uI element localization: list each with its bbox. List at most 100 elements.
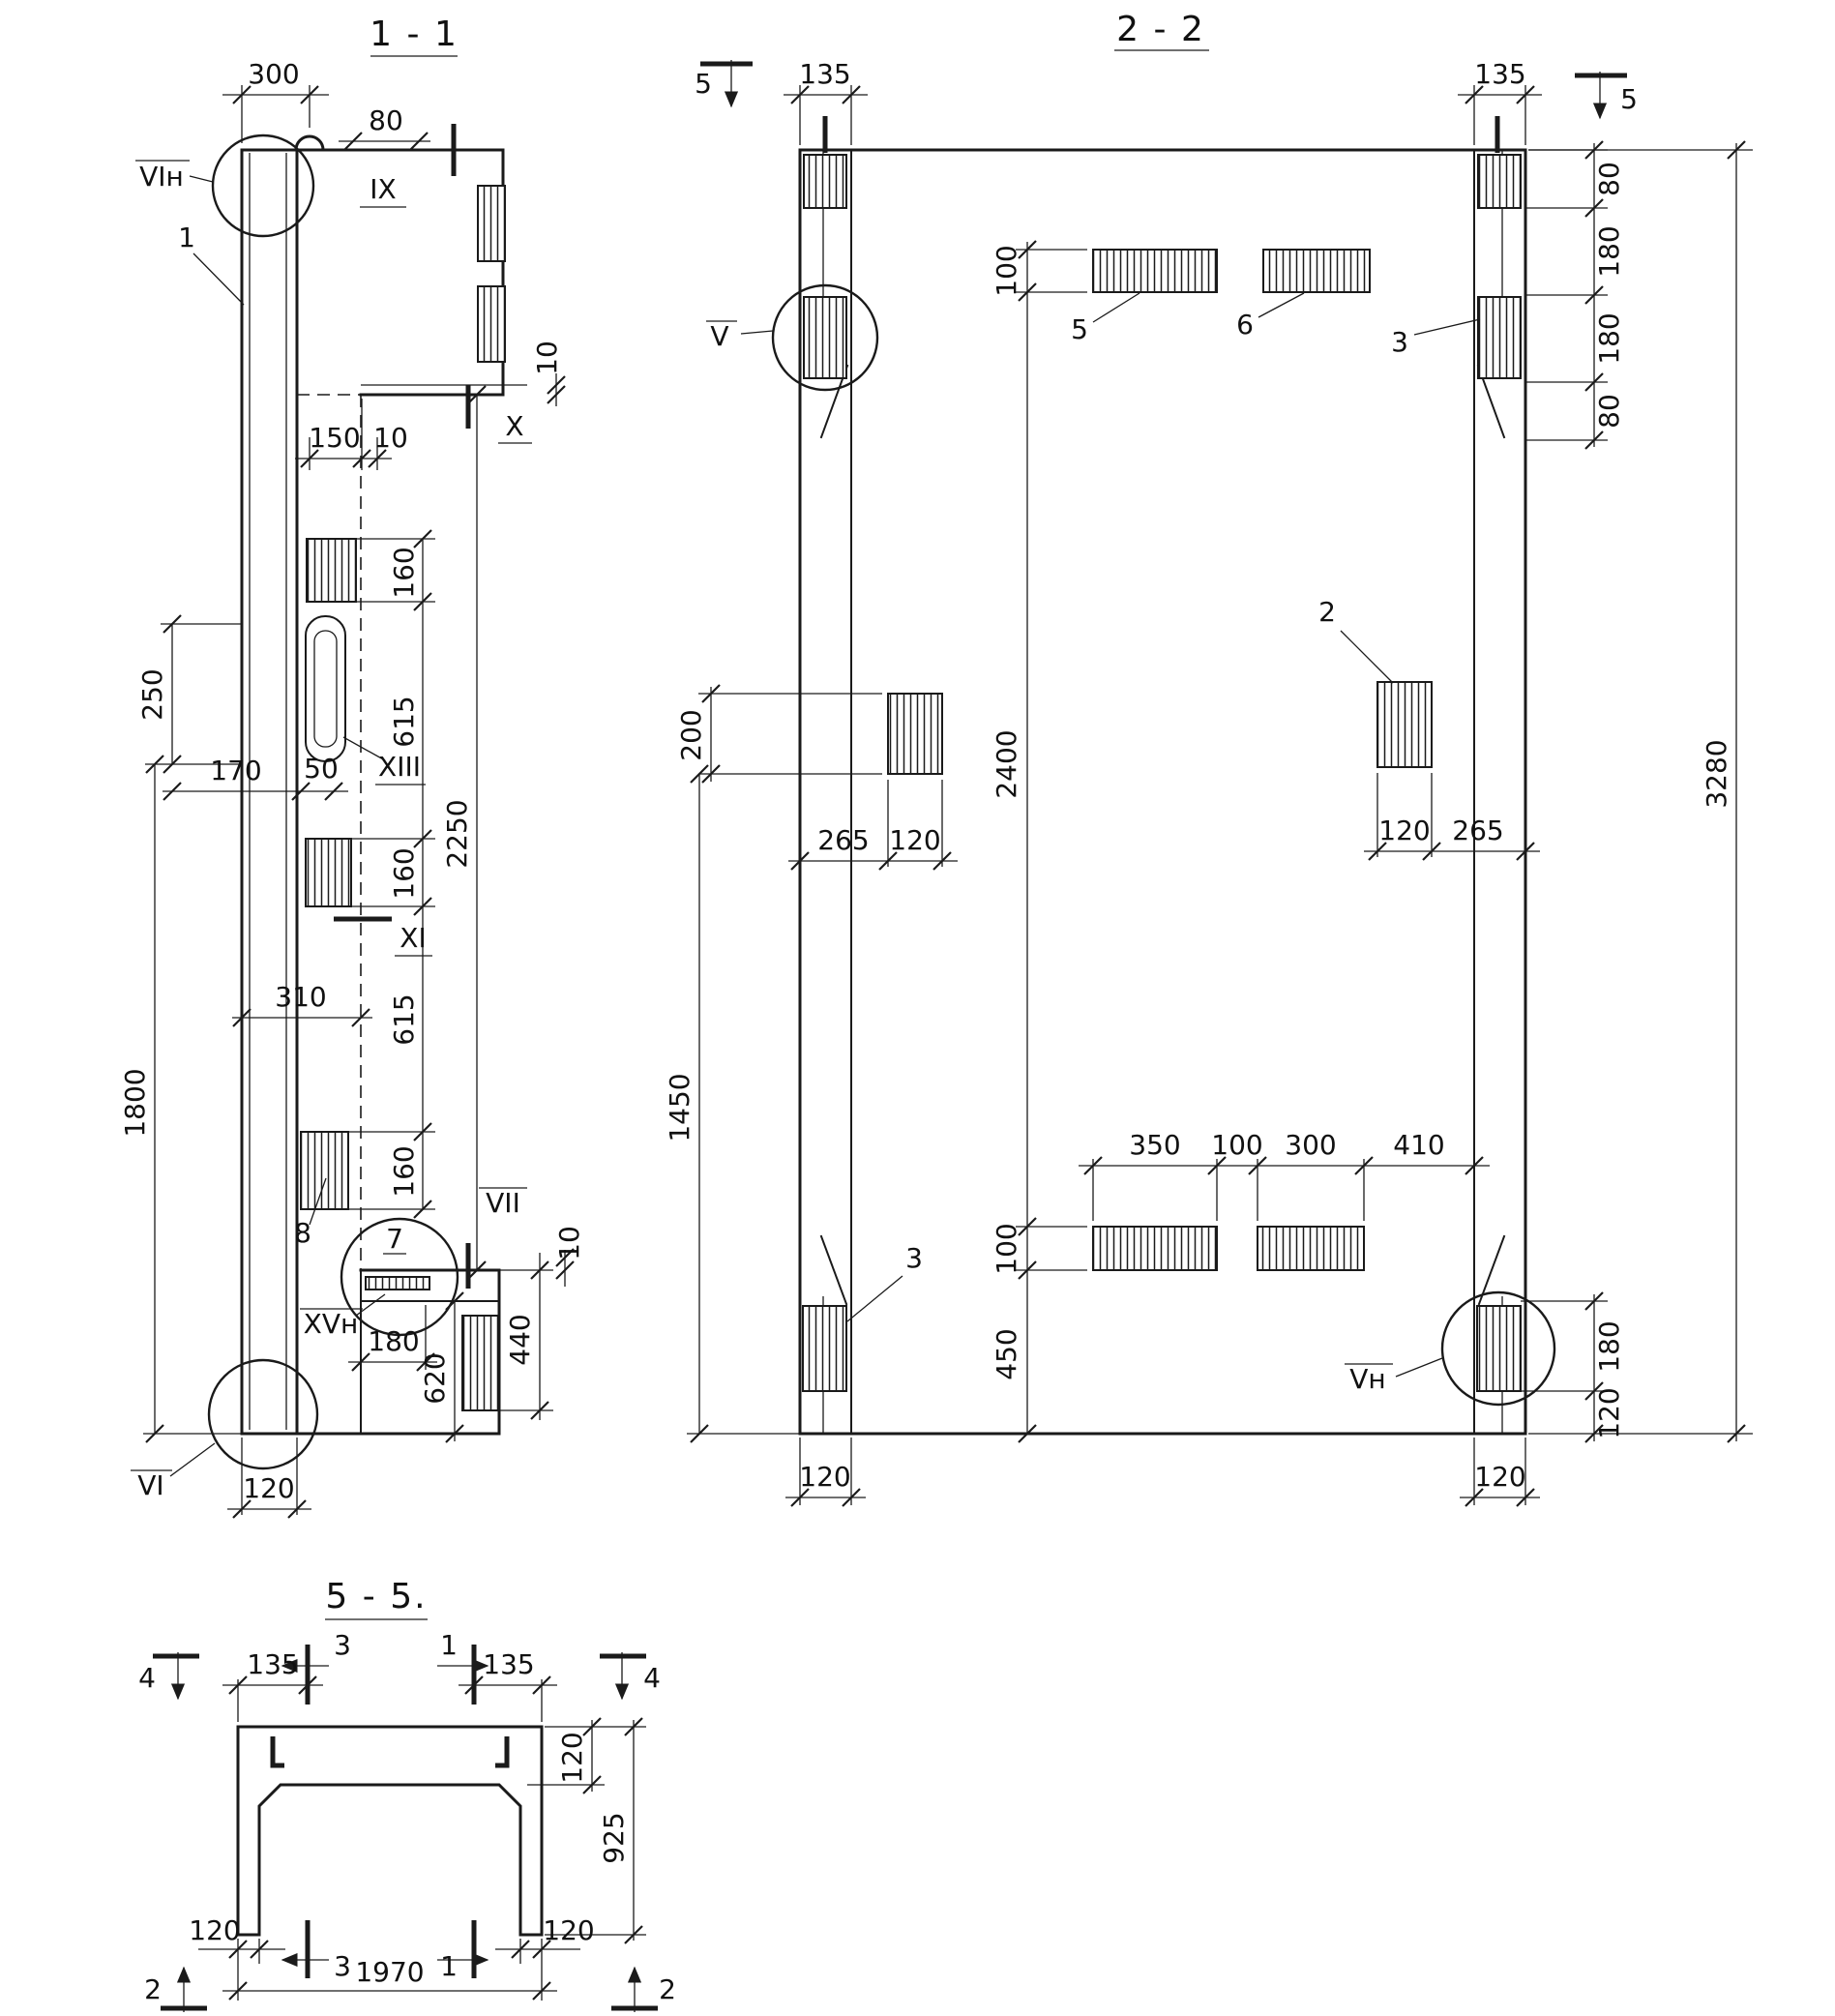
s55-section-flags — [153, 1652, 658, 2012]
s11-slot-inner — [313, 630, 338, 748]
s22-rib-plate-left-bottom — [802, 1305, 847, 1392]
s11-mark-VI: VI — [137, 1469, 163, 1501]
s22-title: 2 - 2 — [1116, 10, 1205, 49]
s11-dim-170: 170 — [210, 755, 261, 786]
s55-texts: 5 - 5. 4 4 135 135 3 1 120 925 120 120 3… — [138, 1577, 676, 2005]
s11-dim-160c: 160 — [388, 1145, 420, 1197]
s22-circle-V — [771, 283, 879, 392]
s22-mid-plate-left — [887, 693, 943, 775]
s22-rib-plate-left-1 — [803, 154, 847, 209]
s22-mark-V: V — [710, 320, 728, 352]
s55-mark-1-top: 1 — [440, 1629, 458, 1661]
s22-bottom-plate-a — [1092, 1226, 1218, 1271]
s11-detail7-strip — [365, 1276, 430, 1290]
s11-dim-150: 150 — [309, 422, 360, 454]
s11-dim-615a: 615 — [388, 696, 420, 747]
s55-mark-1-bottom: 1 — [440, 1950, 458, 1982]
s22-embedded-plates — [802, 154, 1522, 1392]
s22-dim-265r: 265 — [1452, 815, 1503, 846]
s22-top-plate-6 — [1262, 249, 1371, 293]
s11-dim-10c: 10 — [553, 1226, 585, 1260]
s11-title: 1 - 1 — [370, 15, 459, 54]
s22-flag-5-right: 5 — [1620, 83, 1638, 115]
s22-callout-3-top: 3 — [1391, 326, 1408, 358]
s55-dim-135r: 135 — [483, 1648, 534, 1680]
s11-label-rules — [131, 55, 532, 1471]
s11-callout-7: 7 — [386, 1223, 403, 1255]
section-5-5-view: 5 - 5. 4 4 135 135 3 1 120 925 120 120 3… — [138, 1577, 676, 2012]
s22-rib-plate-right-1 — [1477, 154, 1522, 209]
section-1-1-view: 1 - 1 300 80 10 150 10 160 615 160 615 1… — [119, 15, 585, 1520]
s11-mark-IX: IX — [370, 173, 396, 205]
s22-dim-410: 410 — [1393, 1129, 1444, 1161]
s22-dim-2400: 2400 — [991, 729, 1022, 798]
s22-leader-lines — [740, 292, 1481, 1378]
s11-dim-160a: 160 — [388, 547, 420, 598]
s11-plate-2 — [305, 838, 352, 907]
s11-circle-VI — [207, 1358, 319, 1470]
s22-dim-100b: 100 — [991, 1223, 1022, 1274]
s22-circle-Vn — [1440, 1290, 1556, 1407]
s55-anchor-left — [270, 1736, 284, 1768]
s22-detail-circles — [771, 283, 1556, 1407]
s11-dim-80: 80 — [369, 104, 403, 136]
s55-mark-3-bottom: 3 — [334, 1950, 351, 1982]
s55-dim-120br: 120 — [543, 1914, 594, 1946]
s22-dim-100t: 100 — [991, 245, 1022, 296]
s55-anchor-right — [495, 1736, 510, 1768]
s11-dimension-lines — [131, 55, 576, 1520]
s22-dim-80t: 80 — [1593, 162, 1625, 196]
s11-callout-1: 1 — [178, 222, 195, 253]
s22-dim-180br: 180 — [1593, 1320, 1625, 1372]
s11-plate-1 — [306, 538, 357, 603]
s22-dim-135l: 135 — [799, 58, 850, 90]
s11-plate-3 — [300, 1131, 349, 1210]
s22-flag-5-left: 5 — [695, 68, 712, 100]
s11-mark-VIn: VIн — [139, 161, 184, 193]
s22-label-rules — [706, 49, 1393, 1365]
s11-mark-XIII: XIII — [378, 751, 421, 783]
s11-dim-2250: 2250 — [441, 799, 473, 868]
lifting-loop — [294, 134, 325, 152]
s55-outline — [236, 1725, 544, 1937]
s11-dim-310: 310 — [275, 981, 326, 1013]
s11-dim-440: 440 — [504, 1314, 536, 1365]
s11-dim-180: 180 — [368, 1325, 419, 1357]
s55-dim-120bl: 120 — [189, 1914, 240, 1946]
s11-circle-7 — [340, 1217, 459, 1337]
s22-top-plate-5 — [1092, 249, 1218, 293]
s11-corbel-plate — [461, 1315, 500, 1411]
s11-callout-8: 8 — [294, 1217, 311, 1249]
s11-mark-VII: VII — [486, 1187, 520, 1219]
s55-dimension-lines — [153, 1618, 658, 2012]
s22-dim-300: 300 — [1285, 1129, 1336, 1161]
s11-leader-lines — [169, 175, 386, 1477]
s11-dim-160b: 160 — [388, 847, 420, 899]
s11-dim-50: 50 — [304, 753, 339, 785]
s22-section-flags — [700, 60, 1627, 120]
s55-mark-3-top: 3 — [334, 1629, 351, 1661]
s55-dim-120t: 120 — [556, 1732, 588, 1783]
s11-cut-marks — [334, 124, 471, 1289]
s22-callout-3-bottom: 3 — [905, 1242, 923, 1274]
s55-title: 5 - 5. — [325, 1577, 427, 1616]
s11-embedded-plates — [300, 185, 506, 1411]
s55-dim-1970: 1970 — [355, 1956, 424, 1988]
s22-outline — [798, 116, 1527, 1436]
s22-dim-450: 450 — [991, 1328, 1022, 1379]
s11-edge-plate-top — [477, 185, 506, 262]
s11-dim-120: 120 — [243, 1472, 294, 1504]
s11-texts: 1 - 1 300 80 10 150 10 160 615 160 615 1… — [119, 15, 585, 1504]
s22-dim-120ml: 120 — [889, 824, 940, 856]
s11-detail-circles — [207, 133, 459, 1470]
s11-dim-10a: 10 — [531, 341, 563, 375]
s22-dim-1450: 1450 — [664, 1073, 696, 1141]
s22-dim-3280: 3280 — [1701, 739, 1732, 808]
s22-dim-180t1: 180 — [1593, 225, 1625, 277]
s11-mark-X: X — [505, 410, 523, 442]
s22-bottom-plate-b — [1257, 1226, 1365, 1271]
s22-dim-265l: 265 — [817, 824, 869, 856]
s22-mark-Vn: Vн — [1349, 1363, 1385, 1395]
s11-dim-10b: 10 — [373, 422, 408, 454]
s11-mark-XI: XI — [400, 922, 426, 954]
